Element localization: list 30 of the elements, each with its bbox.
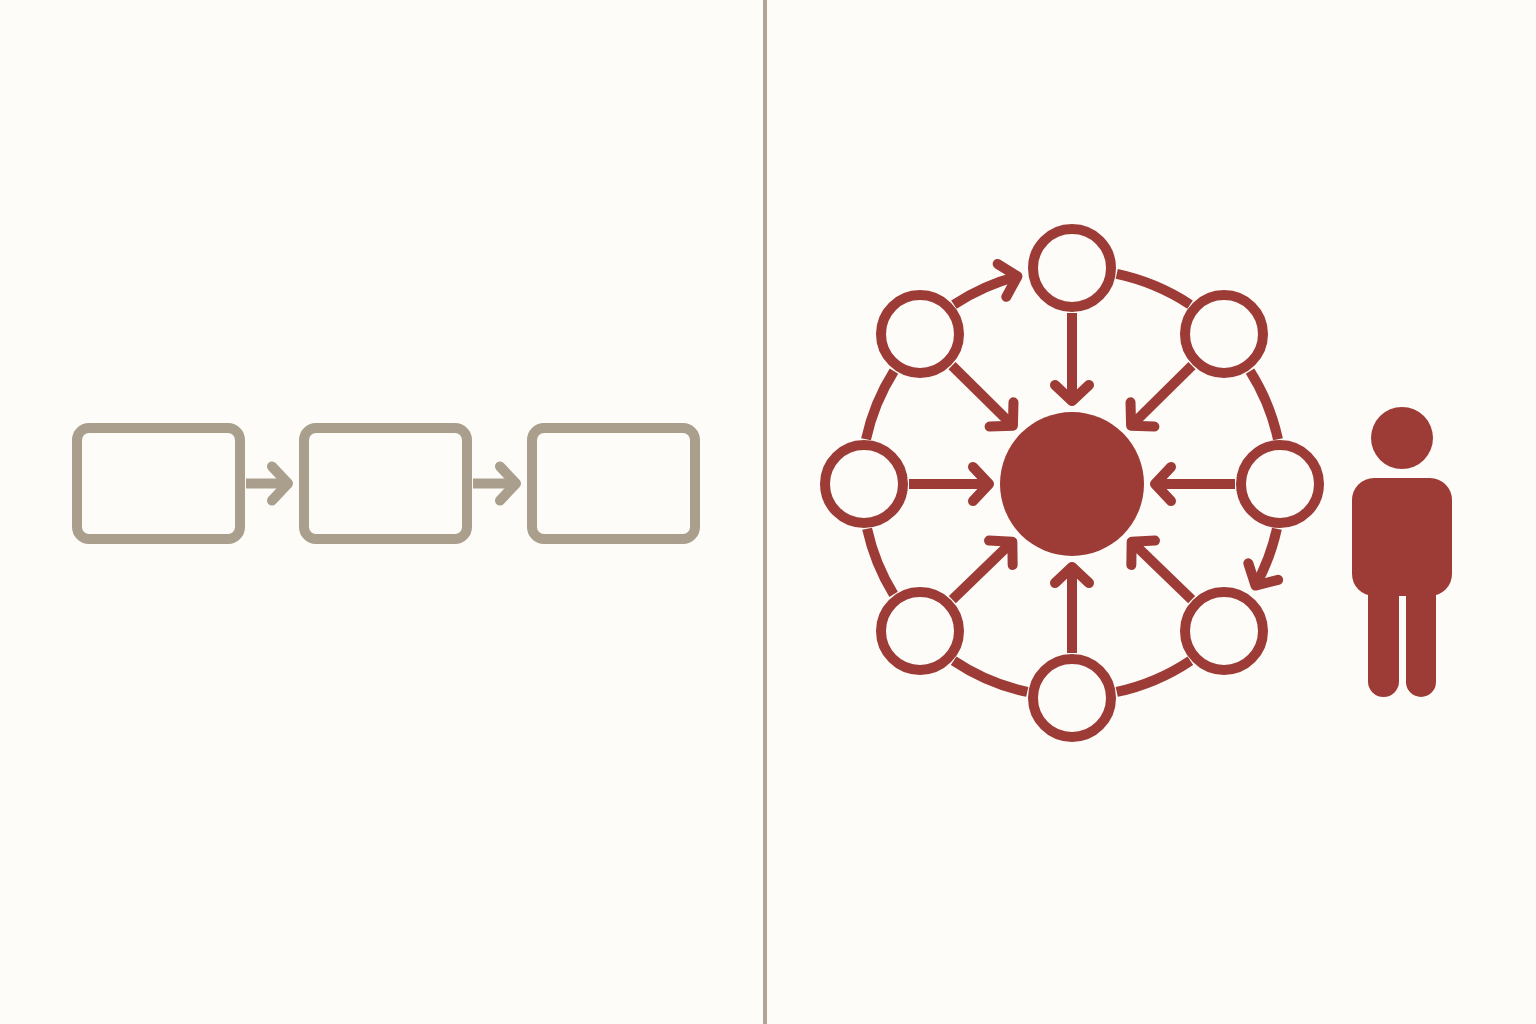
- node-circle: [1236, 440, 1324, 528]
- arrow: [948, 535, 1018, 604]
- arrow: [473, 461, 521, 506]
- process-box: [299, 423, 472, 544]
- connector-line: [1245, 368, 1283, 441]
- arrow: [246, 461, 293, 506]
- connector-line: [1115, 269, 1193, 309]
- node-circle: [876, 587, 964, 675]
- node-circle: [1180, 587, 1268, 675]
- arrow: [948, 362, 1019, 432]
- connector-line: [861, 368, 899, 441]
- arrow: [1050, 562, 1094, 653]
- node-circle: [876, 290, 964, 378]
- process-box: [72, 423, 245, 544]
- connector-line: [862, 527, 898, 597]
- connector-line: [1115, 656, 1193, 697]
- arrow: [1125, 362, 1196, 432]
- node-circle: [820, 440, 908, 528]
- node-circle: [1028, 654, 1116, 742]
- arrow: [1242, 527, 1283, 591]
- node-circle: [1180, 290, 1268, 378]
- process-box: [527, 423, 700, 544]
- arrow: [1050, 313, 1094, 406]
- arrow: [1150, 462, 1235, 506]
- arrow: [909, 462, 994, 506]
- node-circle: [1028, 224, 1116, 312]
- hub-circle: [1000, 412, 1144, 556]
- arrow: [951, 259, 1023, 309]
- connector-line: [951, 656, 1029, 697]
- arrow: [1126, 535, 1196, 604]
